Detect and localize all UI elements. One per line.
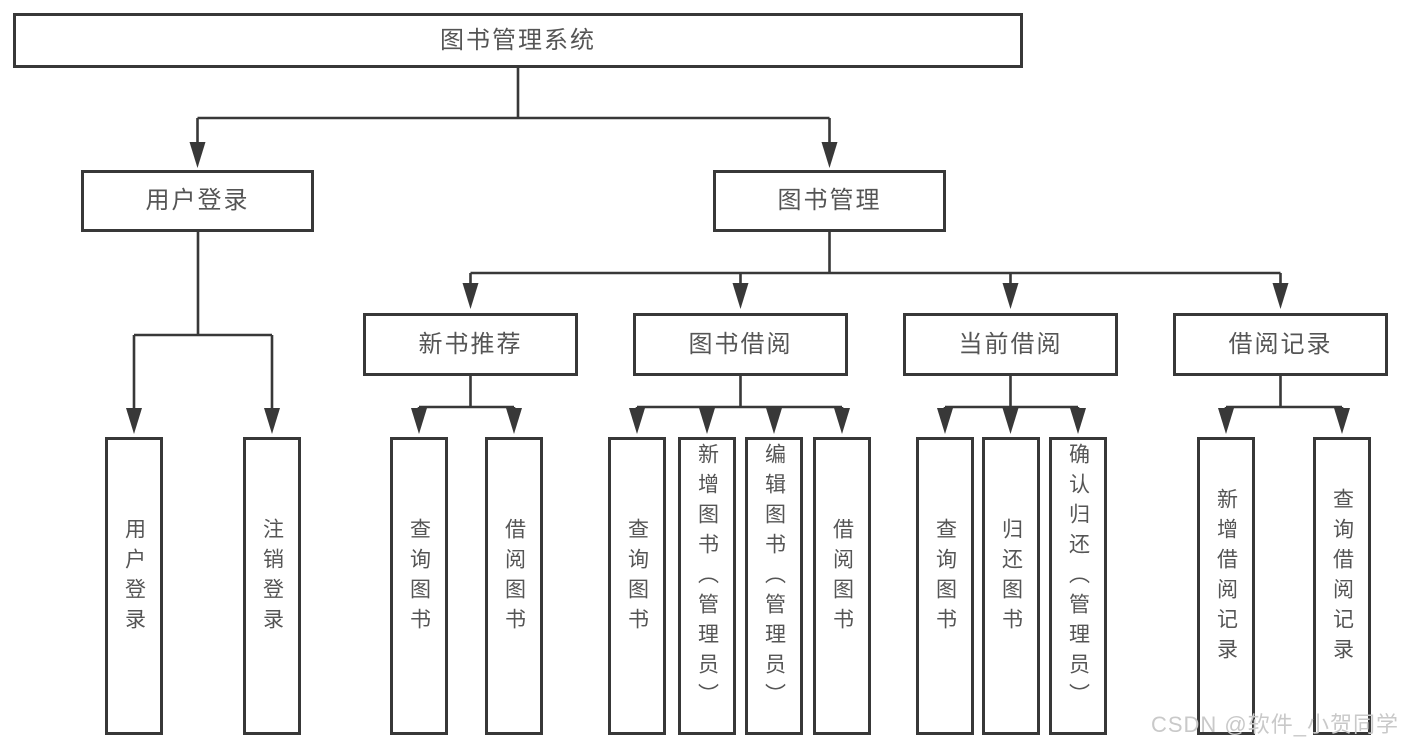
leaf-logout: 注销登录 (243, 437, 301, 735)
node-label: 查询借阅记录 (1330, 488, 1354, 668)
connector-borrow-records (1218, 376, 1350, 434)
node-new-book-recommend: 新书推荐 (363, 313, 578, 376)
node-label: 新书推荐 (418, 330, 523, 358)
node-label: 当前借阅 (958, 330, 1063, 358)
leaf-borrow-query-books: 查询图书 (608, 437, 666, 735)
node-label: 借阅记录 (1228, 330, 1333, 358)
node-label: 归还图书 (999, 518, 1023, 638)
node-label: 查询图书 (407, 518, 431, 638)
connector-new-book-recommend (411, 376, 522, 434)
node-current-borrow: 当前借阅 (903, 313, 1118, 376)
leaf-borrow-borrow-books: 借阅图书 (813, 437, 871, 735)
leaf-records-add-record: 新增借阅记录 (1197, 437, 1255, 735)
leaf-borrow-edit-books-admin: 编辑图书（管理员） (745, 437, 803, 735)
leaf-current-return-books: 归还图书 (982, 437, 1040, 735)
node-label: 注销登录 (260, 518, 284, 638)
node-label: 新增图书（管理员） (695, 443, 719, 713)
connector-current-borrow (937, 376, 1086, 434)
node-label: 确认归还（管理员） (1066, 443, 1090, 713)
node-label: 编辑图书（管理员） (762, 443, 786, 713)
node-book-management: 图书管理 (713, 170, 946, 232)
leaf-user-login: 用户登录 (105, 437, 163, 735)
connector-book-management (462, 232, 1289, 309)
node-user-login: 用户登录 (81, 170, 314, 232)
node-label: 查询图书 (625, 518, 649, 638)
leaf-records-query-record: 查询借阅记录 (1313, 437, 1371, 735)
node-borrow-records: 借阅记录 (1173, 313, 1388, 376)
node-label: 查询图书 (933, 518, 957, 638)
node-root: 图书管理系统 (13, 13, 1023, 68)
node-label: 借阅图书 (502, 518, 526, 638)
node-label: 用户登录 (145, 187, 250, 214)
watermark-text: CSDN @软件_小贺同学 (1150, 712, 1399, 737)
leaf-newbook-borrow-books: 借阅图书 (485, 437, 543, 735)
leaf-current-query-books: 查询图书 (916, 437, 974, 735)
leaf-current-confirm-return-admin: 确认归还（管理员） (1049, 437, 1107, 735)
node-label: 用户登录 (122, 518, 146, 638)
connector-book-borrow (629, 376, 850, 434)
leaf-newbook-query-books: 查询图书 (390, 437, 448, 735)
leaf-borrow-add-books-admin: 新增图书（管理员） (678, 437, 736, 735)
node-label: 图书管理系统 (440, 26, 596, 54)
node-label: 新增借阅记录 (1214, 488, 1238, 668)
node-label: 借阅图书 (830, 518, 854, 638)
node-label: 图书借阅 (688, 330, 793, 358)
node-book-borrow: 图书借阅 (633, 313, 848, 376)
node-label: 图书管理 (777, 187, 882, 214)
connector-root (189, 68, 838, 168)
connector-user-login (126, 232, 280, 434)
